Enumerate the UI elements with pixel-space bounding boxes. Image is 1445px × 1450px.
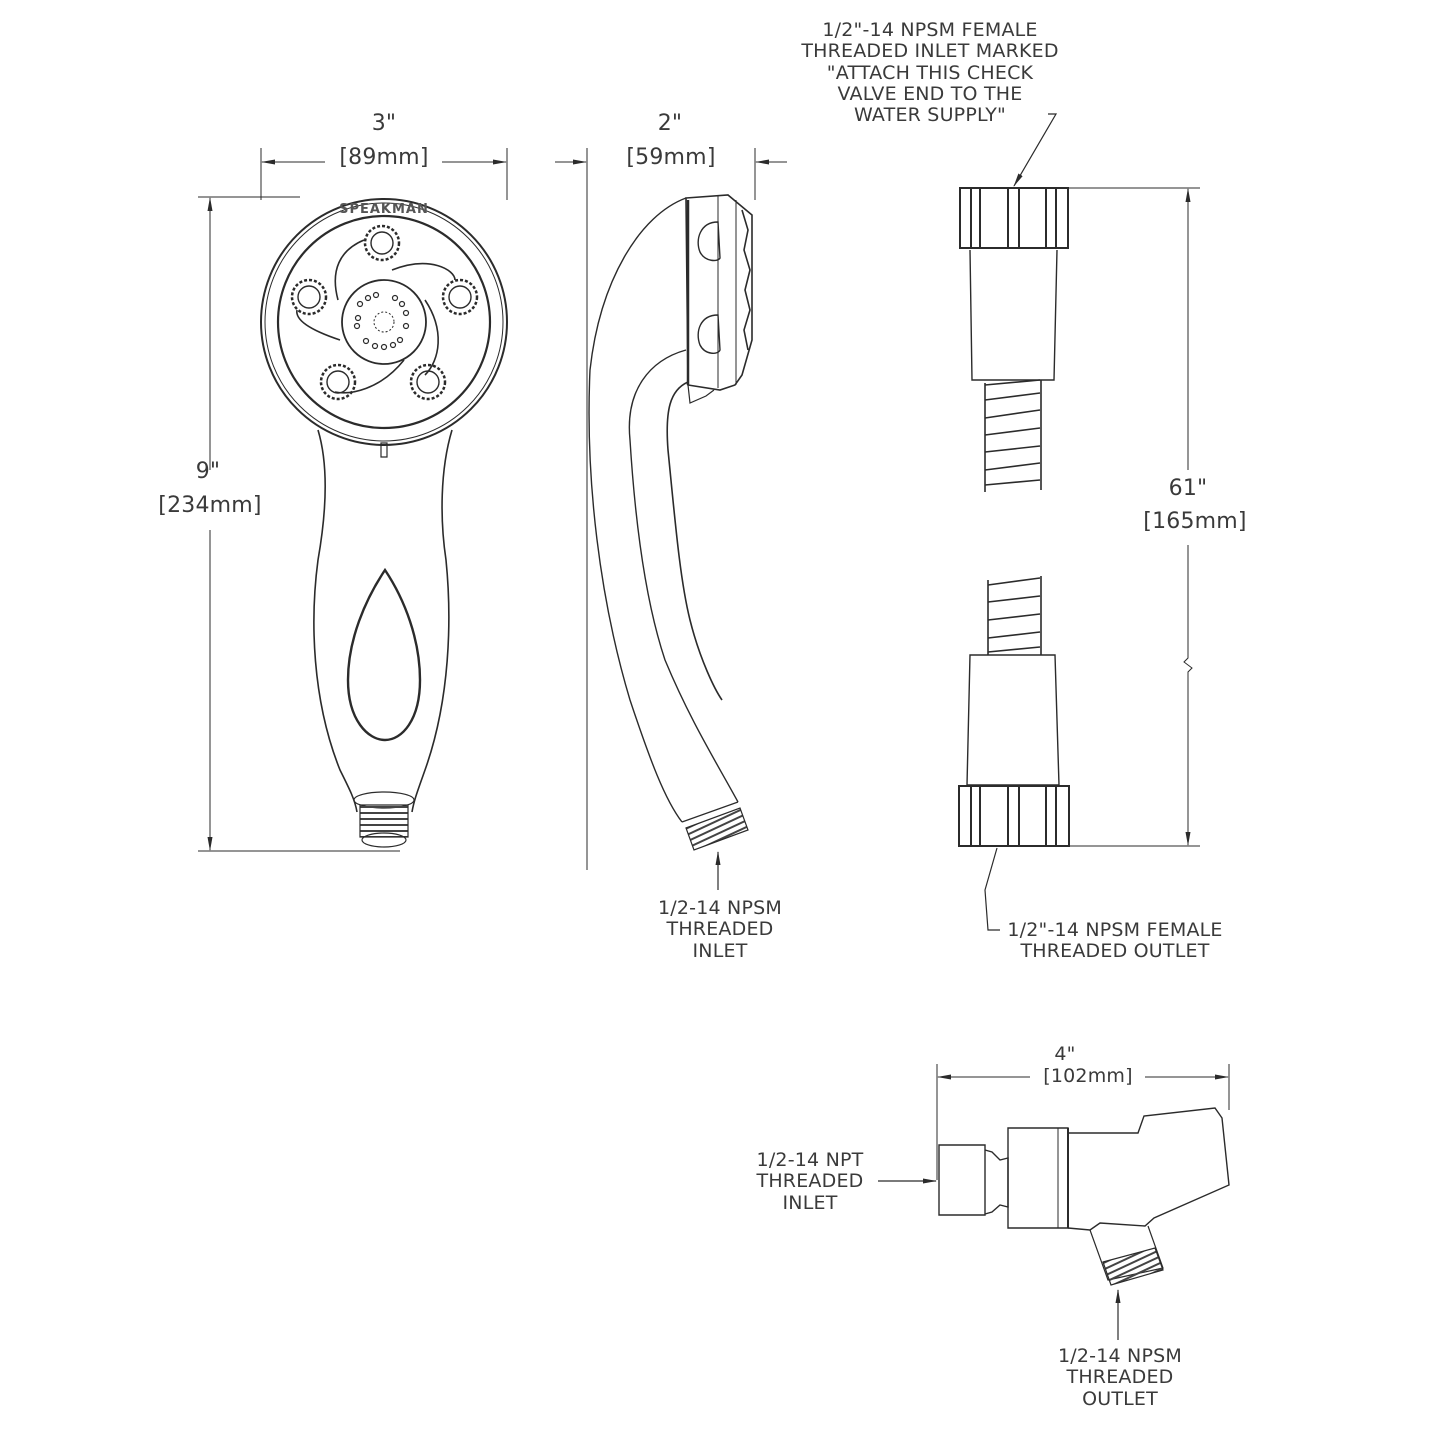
spray-nozzles xyxy=(292,226,477,399)
connector-length-inches: 4" xyxy=(1054,1043,1076,1065)
side-depth-inches: 2" xyxy=(657,111,683,136)
front-height-inches: 9" xyxy=(195,459,221,484)
hose-outlet-note: 1/2"-14 NPSM FEMALE THREADED OUTLET xyxy=(1007,919,1223,963)
hose-length-inches: 61" xyxy=(1168,476,1208,501)
front-width-mm: [89mm] xyxy=(339,145,429,170)
connector-inlet-note: 1/2-14 NPT THREADED INLET xyxy=(756,1149,864,1214)
connector-outlet-note: 1/2-14 NPSM THREADED OUTLET xyxy=(1058,1345,1182,1410)
hose-view xyxy=(959,114,1200,930)
handshower-inlet-note: 1/2-14 NPSM THREADED INLET xyxy=(658,897,782,962)
connector-view xyxy=(878,1064,1229,1340)
side-depth-mm: [59mm] xyxy=(626,145,716,170)
hose-length-mm: [165mm] xyxy=(1143,509,1247,534)
hose-inlet-note: 1/2"-14 NPSM FEMALE THREADED INLET MARKE… xyxy=(801,19,1059,127)
front-height-mm: [234mm] xyxy=(158,493,262,518)
front-width-inches: 3" xyxy=(371,111,397,136)
front-view xyxy=(198,148,507,851)
brand-logo: SPEAKMAN xyxy=(339,202,429,217)
side-view xyxy=(555,148,787,890)
connector-length-mm: [102mm] xyxy=(1043,1065,1133,1087)
